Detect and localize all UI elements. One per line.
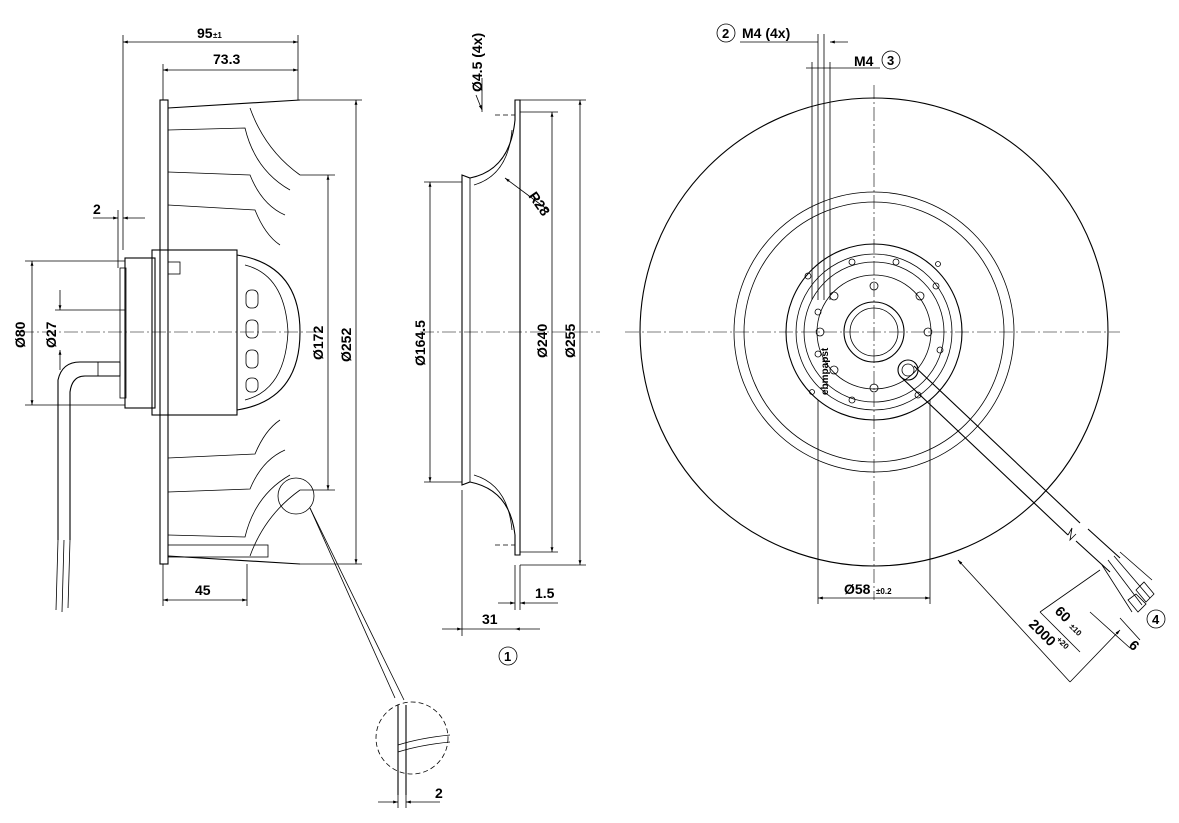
dim-flange-dia: Ø255	[562, 324, 578, 358]
dim-depth: 31	[482, 611, 498, 627]
dim-gap: 2	[93, 201, 101, 217]
dim-outer-dia: Ø252	[338, 328, 354, 362]
side-view: 95 ±1 73.3 2 Ø80 Ø27 Ø172 Ø252	[12, 25, 405, 701]
dim-cable: 2000	[1026, 616, 1059, 649]
dim-overall-depth: 95	[197, 25, 213, 41]
dim-thickness: 1.5	[535, 585, 555, 601]
dim-overall-depth-tol: ±1	[213, 31, 222, 40]
dim-ring-dia: Ø240	[534, 324, 550, 358]
callout-2: 2	[722, 26, 729, 41]
callout-3: 3	[887, 53, 894, 68]
dim-ferrule: 6	[1126, 637, 1143, 654]
front-view: ebmpapst 2 M4 (4x) M4 3 Ø58 ±0.2	[625, 23, 1166, 683]
dim-hub: Ø58	[844, 581, 871, 597]
thread-single: M4	[854, 53, 874, 69]
dim-hub-dia: Ø80	[12, 321, 28, 348]
dim-hole: Ø4.5 (4x)	[469, 33, 485, 92]
dim-strip-tol: ±10	[1068, 622, 1084, 638]
hub-bolt-holes	[804, 258, 944, 404]
dim-shaft-dia: Ø27	[43, 321, 59, 348]
dim-inner-dia: Ø172	[310, 326, 326, 360]
thread-4x: M4 (4x)	[742, 25, 790, 41]
dim-mount-depth: 45	[195, 582, 211, 598]
callout-1: 1	[504, 649, 511, 664]
brand-label: ebmpapst	[820, 347, 831, 395]
dim-radius: R28	[526, 189, 554, 219]
dim-inlet-dia: Ø164.5	[412, 320, 428, 366]
detail-dim-gap: 2	[435, 785, 443, 801]
callout-4: 4	[1152, 612, 1160, 627]
dim-strip: 60	[1052, 603, 1074, 625]
detail-view: 2	[375, 701, 451, 808]
dim-impeller-depth: 73.3	[213, 51, 240, 67]
inlet-ring-view: Ø4.5 (4x) R28 Ø164.5 Ø240 Ø255 1.5 31	[412, 33, 600, 666]
dim-hub-tol: ±0.2	[876, 587, 892, 596]
